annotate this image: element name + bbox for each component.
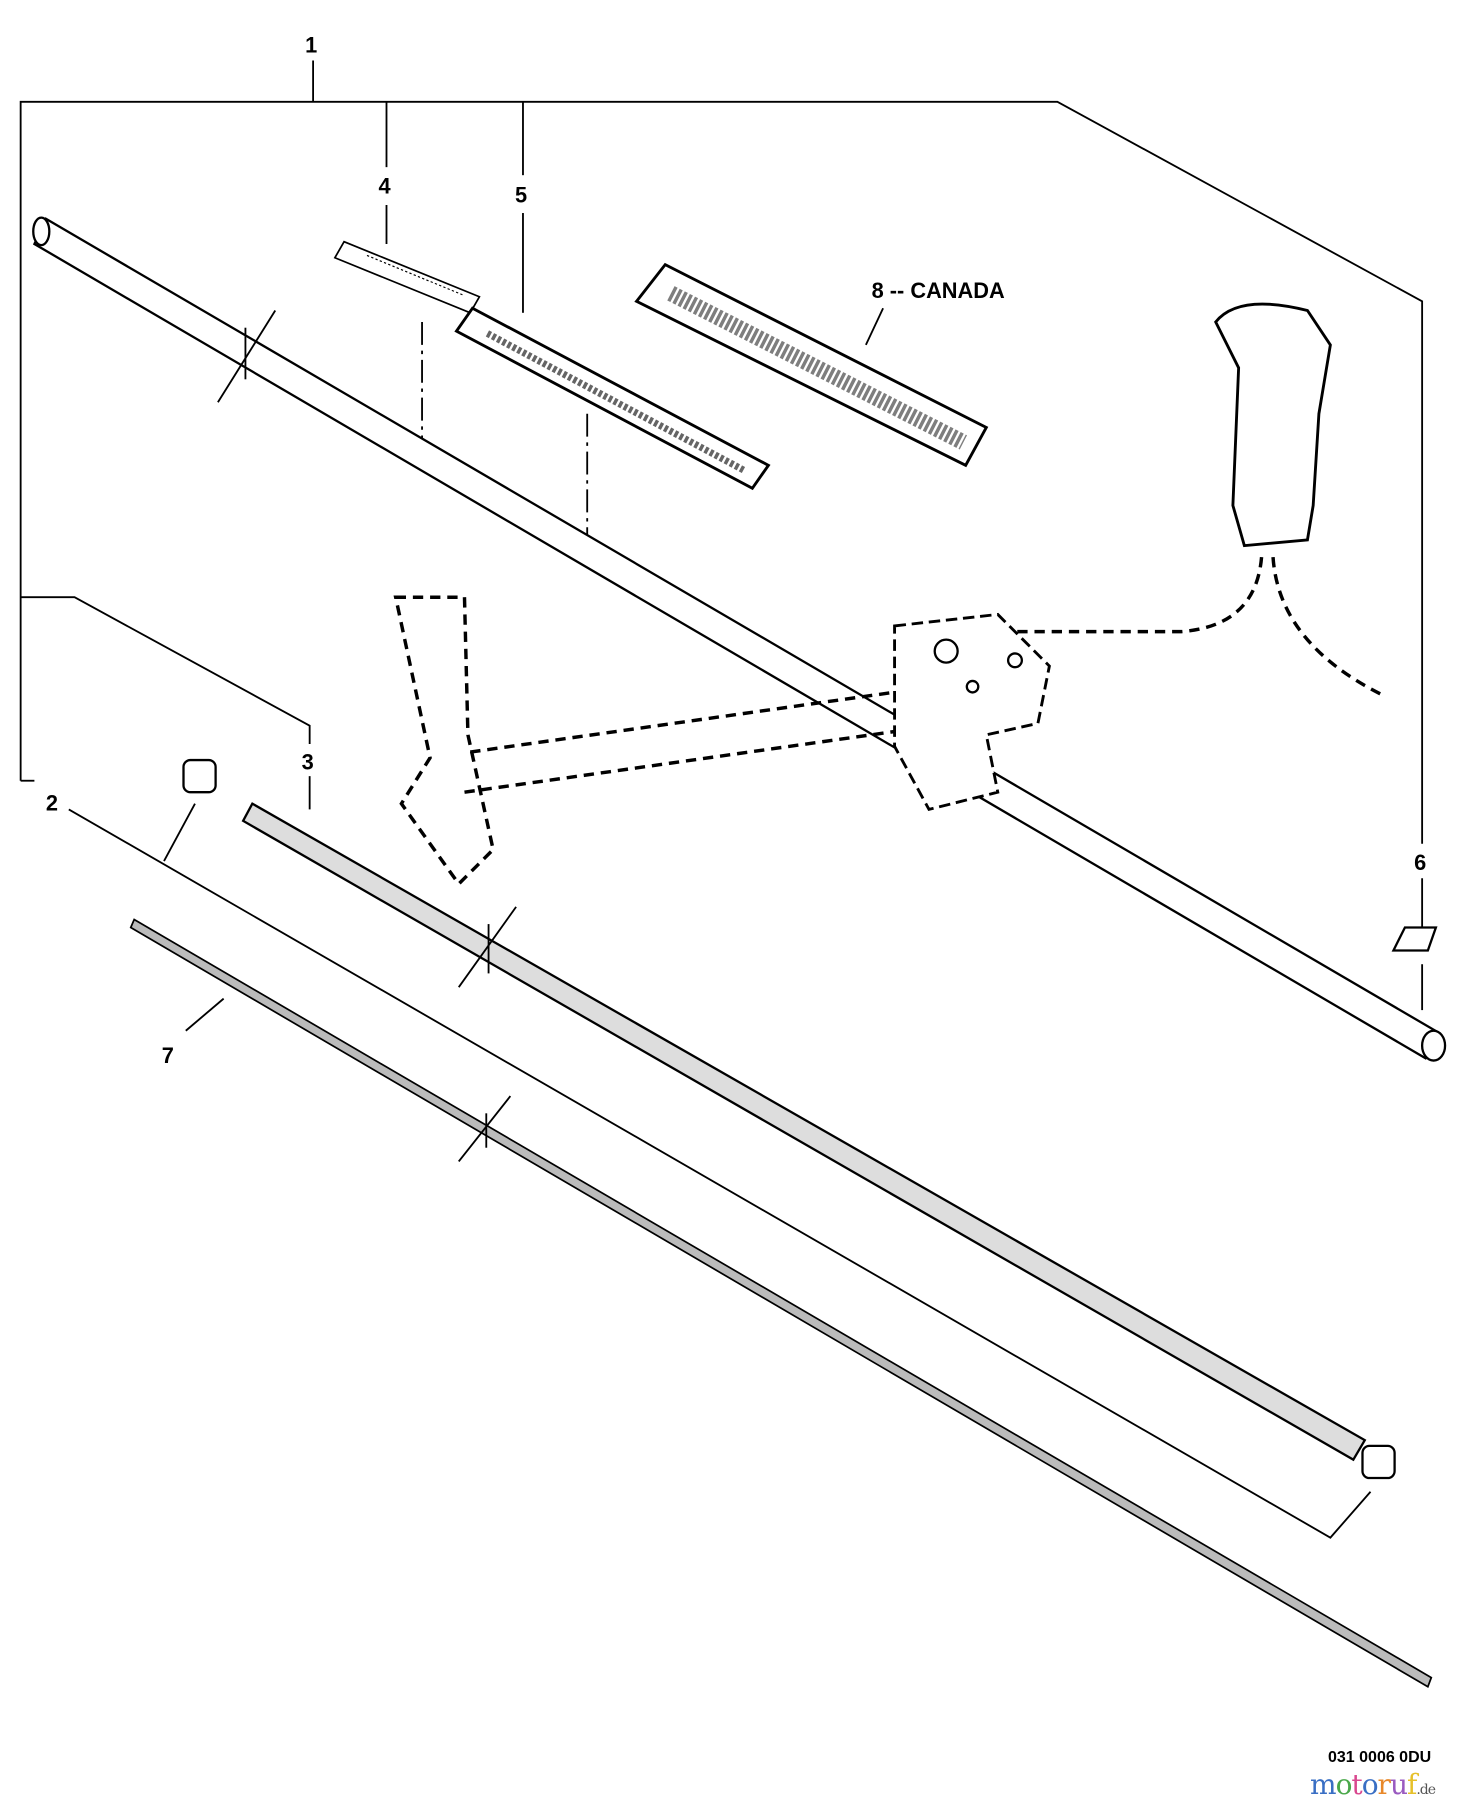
tag-6 [1391,926,1438,952]
front-handle [393,595,918,887]
watermark-logo: motoruf.de [1310,1768,1436,1800]
leader-lines [19,60,1424,1539]
handle-clamp [893,612,1051,812]
drive-liner [241,802,1367,1462]
callout-3: 3 [302,749,314,774]
callout-2: 2 [46,791,58,816]
decal-5 [454,306,771,491]
callout-1: 1 [305,32,317,57]
callout-8: 8 -- CANADA [872,278,1005,303]
callout-7: 7 [162,1043,174,1068]
callout-4: 4 [378,174,390,199]
decal-4 [333,240,481,314]
rear-grip [1009,302,1383,697]
bushing [182,758,1396,1480]
drive-shaft [129,918,1433,1689]
drawing-code: 031 0006 0DU [1328,1749,1432,1766]
callout-5: 5 [515,183,527,208]
callout-6: 6 [1414,850,1426,875]
decal-8-canada [634,262,989,468]
